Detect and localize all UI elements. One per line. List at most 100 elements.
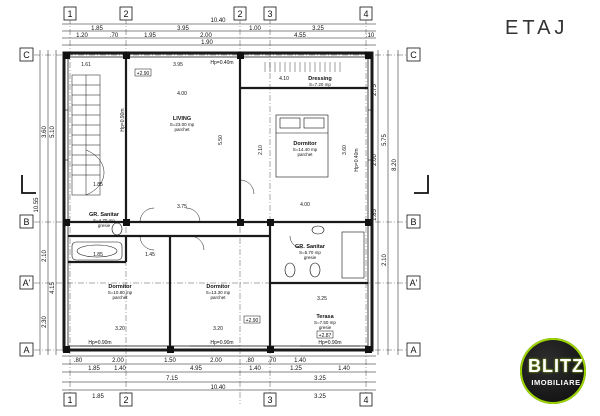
bottom-dim-8: 1.85 <box>88 366 100 372</box>
left-dim-4: 2.10 <box>42 250 48 262</box>
room-bath-1-area: S=4.70 mp <box>93 218 115 223</box>
dim-bath-width: 1.85 <box>93 252 103 258</box>
bed-master <box>275 114 329 178</box>
left-dim-1: 3.60 <box>42 126 48 138</box>
left-dim-3: 10.55 <box>34 197 40 213</box>
dim-bath-height: 1.45 <box>145 252 155 258</box>
exterior-walls <box>62 51 374 352</box>
room-bath-1-floor: gresie <box>98 223 111 228</box>
top-dim-7: 1.95 <box>144 33 156 39</box>
hp-bottom-mid: Hp=0.90m <box>210 340 233 346</box>
right-dim-3: 8.20 <box>392 159 398 171</box>
axis-col-2-bottom: 2 <box>123 395 128 405</box>
axis-row-c-left: C <box>23 50 30 60</box>
bottom-dim-overall: 10.40 <box>210 385 226 391</box>
room-dormitor-3-floor: parchet <box>210 295 226 300</box>
room-dormitor-3-area: S=13.30 mp <box>206 290 231 295</box>
level-top: +2.90 <box>137 71 150 77</box>
bottom-dim-15: 3.25 <box>314 376 326 382</box>
bottom-dim-3: 1.50 <box>164 358 176 364</box>
axis-row-a-left: A <box>23 345 29 355</box>
horizontal-axis-lines <box>34 54 412 351</box>
dim-dormitor-width: 4.00 <box>300 202 310 208</box>
hp-top: Hp=0.40m <box>210 60 233 66</box>
axis-markers-top: 1 2 2 3 4 <box>63 6 373 21</box>
side-dimension-lines <box>39 50 399 355</box>
blitz-logo: BLITZ IMOBILIARE <box>520 338 592 404</box>
axis-row-c-right: C <box>410 50 417 60</box>
axis-row-a-right: A <box>410 345 416 355</box>
room-terasa-area: S=7.50 mp <box>314 320 336 325</box>
bottom-dim-17: 3.25 <box>314 394 326 400</box>
room-dormitor-1-area: S=14.40 mp <box>293 147 318 152</box>
dim-stair-width: 1.85 <box>93 182 103 188</box>
bottom-dimension-lines <box>62 355 376 391</box>
room-dressing-name: Dressing <box>308 76 332 82</box>
dim-dorm-height-2: 2.10 <box>258 145 264 155</box>
axis-col-3: 3 <box>267 9 272 19</box>
right-dim-5: 1.85 <box>372 209 378 221</box>
top-dim-4: 3.25 <box>312 26 324 32</box>
hp-bottom-right: Hp=0.90m <box>318 340 341 346</box>
top-dimension-lines <box>62 23 376 46</box>
hp-left: Hp=0.90m <box>120 108 126 131</box>
axis-row-a-prime-right: A' <box>410 278 418 288</box>
room-dormitor-3-name: Dormitor <box>206 284 230 290</box>
axis-row-a-prime-left: A' <box>23 278 31 288</box>
axis-col-3-bottom: 3 <box>267 395 272 405</box>
room-living-area: S=23.00 mp <box>170 122 195 127</box>
logo-sub-text: IMOBILIARE <box>531 378 581 387</box>
hp-bottom-left: Hp=0.90m <box>88 340 111 346</box>
structural-columns <box>63 52 372 353</box>
axis-markers-rows: C C B B A' A' A A <box>19 47 421 357</box>
top-dim-2: 3.95 <box>177 26 189 32</box>
axis-col-2b: 2 <box>237 9 242 19</box>
dim-stair-top: 1.61 <box>81 62 91 68</box>
bottom-dim-13: 1.40 <box>338 366 350 372</box>
room-terasa-floor: gresie <box>319 325 332 330</box>
dim-living-width: 4.00 <box>177 91 187 97</box>
top-dim-5: 1.20 <box>76 33 88 39</box>
room-labels: LIVING S=23.00 mp parchet Dormitor S=14.… <box>89 76 336 330</box>
room-living-floor: parchet <box>174 127 190 132</box>
axis-col-4: 4 <box>363 9 368 19</box>
logo-brand-text: BLITZ <box>528 356 584 376</box>
room-terasa-name: Terasa <box>316 314 334 320</box>
level-terasa: +2.87 <box>319 333 332 339</box>
left-dim-2: 5.10 <box>50 126 56 138</box>
bottom-dim-11: 1.40 <box>249 366 261 372</box>
level-mid: +2.90 <box>246 318 259 324</box>
room-bath-1-name: GR. Sanitar <box>89 212 120 218</box>
top-dim-1: 1.85 <box>91 26 103 32</box>
windows <box>64 109 372 347</box>
bottom-dim-7: 1.40 <box>294 358 306 364</box>
dim-dorm3-width: 3.20 <box>213 326 223 332</box>
left-dim-6: 2.30 <box>42 316 48 328</box>
top-dim-overall: 10.40 <box>210 18 226 24</box>
room-bath-2-name: GR. Sanitar <box>295 244 326 250</box>
bottom-dim-1: .80 <box>74 358 83 364</box>
top-dim-8: 2.00 <box>200 33 212 39</box>
axis-col-1: 1 <box>67 9 72 19</box>
bottom-dim-6: .70 <box>268 358 277 364</box>
right-dim-6: 2.10 <box>382 254 388 266</box>
axis-markers-bottom: 1 2 3 4 <box>63 392 373 407</box>
top-dim-6: .70 <box>110 33 119 39</box>
right-dim-4: 2.00 <box>372 154 378 166</box>
section-cut-line <box>21 175 429 194</box>
dim-top-inner: 3.95 <box>173 62 183 68</box>
dim-dressing-width: 4.10 <box>279 76 289 82</box>
bottom-dim-5: .80 <box>246 358 255 364</box>
dim-terasa-width: 3.25 <box>317 296 327 302</box>
bottom-dim-12: 1.25 <box>290 366 302 372</box>
dim-living-height: 5.50 <box>218 135 224 145</box>
room-dressing-area: S=7.20 mp <box>309 82 331 87</box>
dim-dorm2-width: 3.20 <box>115 326 125 332</box>
top-dim-9: 4.55 <box>294 33 306 39</box>
interior-walls <box>68 57 368 346</box>
inner-dimensions: 4.00 5.50 3.75 4.00 4.10 1.61 1.85 1.85 … <box>81 62 348 332</box>
room-dormitor-2-area: S=10.80 mp <box>108 290 133 295</box>
room-dormitor-2-name: Dormitor <box>108 284 132 290</box>
bath-fixtures-right <box>284 225 365 279</box>
dim-living-bottom: 3.75 <box>177 204 187 210</box>
